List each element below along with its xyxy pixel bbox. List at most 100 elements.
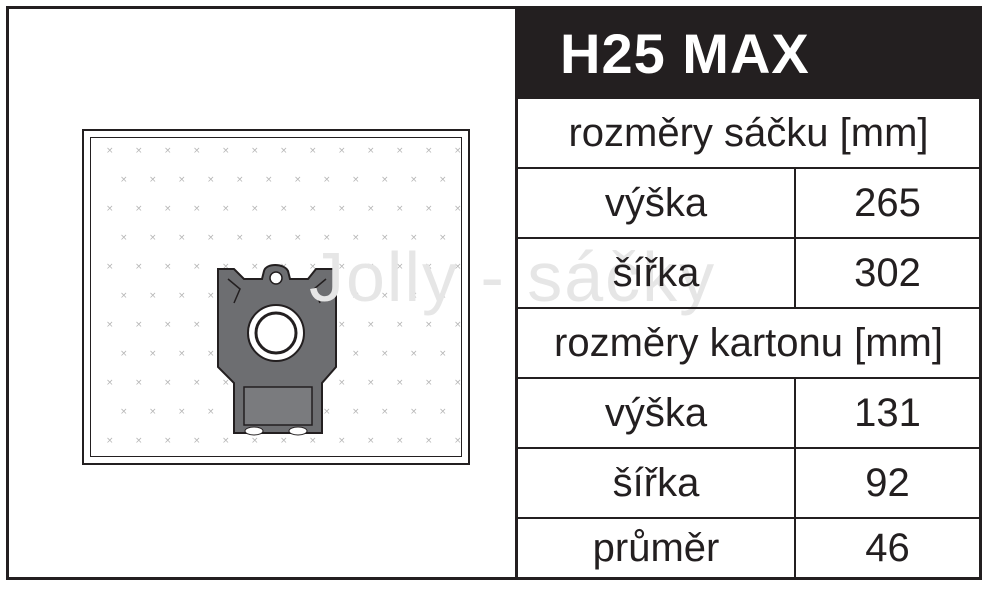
dot-mark: × bbox=[439, 175, 447, 185]
table-row: šířka 92 bbox=[518, 449, 979, 519]
dot-mark: × bbox=[236, 175, 244, 185]
dot-mark: × bbox=[381, 175, 389, 185]
dot-mark: × bbox=[367, 204, 375, 214]
dot-mark: × bbox=[251, 262, 259, 272]
dot-mark: × bbox=[207, 175, 215, 185]
dot-mark: × bbox=[309, 436, 317, 446]
bag-collar-icon bbox=[217, 264, 337, 436]
dot-mark: × bbox=[338, 378, 346, 388]
dot-mark: × bbox=[236, 233, 244, 243]
product-sheet: × × × × × × × × × × × × × × × × × × × × × × × × × × × × × × × × × × × × × × × ×… bbox=[6, 6, 982, 580]
dot-mark: × bbox=[251, 146, 259, 156]
dot-mark: × bbox=[396, 320, 404, 330]
dot-mark: × bbox=[425, 320, 433, 330]
dot-mark: × bbox=[425, 262, 433, 272]
column-divider bbox=[794, 169, 796, 237]
dot-mark: × bbox=[396, 146, 404, 156]
dot-mark: × bbox=[439, 291, 447, 301]
row-value: 46 bbox=[865, 525, 910, 570]
dot-mark: × bbox=[410, 407, 418, 417]
row-label: průměr bbox=[592, 525, 720, 570]
product-title: H25 MAX bbox=[560, 22, 810, 85]
section-header: rozměry kartonu [mm] bbox=[554, 320, 943, 365]
dot-mark: × bbox=[120, 407, 128, 417]
dot-mark: × bbox=[396, 378, 404, 388]
row-value: 92 bbox=[865, 460, 910, 505]
dot-mark: × bbox=[381, 349, 389, 359]
dot-mark: × bbox=[294, 175, 302, 185]
dot-mark: × bbox=[120, 233, 128, 243]
dot-mark: × bbox=[323, 175, 331, 185]
dot-mark: × bbox=[352, 349, 360, 359]
dot-mark: × bbox=[367, 436, 375, 446]
dot-mark: × bbox=[149, 233, 157, 243]
dot-mark: × bbox=[149, 291, 157, 301]
dot-mark: × bbox=[454, 378, 462, 388]
dot-mark: × bbox=[193, 262, 201, 272]
column-divider bbox=[794, 239, 796, 307]
dot-mark: × bbox=[323, 233, 331, 243]
dot-mark: × bbox=[251, 204, 259, 214]
table-row: průměr 46 bbox=[518, 519, 979, 577]
dot-mark: × bbox=[367, 146, 375, 156]
dot-mark: × bbox=[280, 146, 288, 156]
dot-mark: × bbox=[425, 146, 433, 156]
dot-mark: × bbox=[251, 436, 259, 446]
title-bar: H25 MAX bbox=[518, 9, 979, 99]
dot-mark: × bbox=[323, 407, 331, 417]
dot-mark: × bbox=[454, 262, 462, 272]
dot-mark: × bbox=[120, 349, 128, 359]
dot-mark: × bbox=[193, 146, 201, 156]
dot-mark: × bbox=[410, 175, 418, 185]
row-label: výška bbox=[604, 390, 708, 435]
box-dimensions-header: rozměry kartonu [mm] bbox=[518, 309, 979, 379]
dot-mark: × bbox=[106, 204, 114, 214]
dot-mark: × bbox=[309, 146, 317, 156]
table-row: výška 131 bbox=[518, 379, 979, 449]
dot-mark: × bbox=[309, 262, 317, 272]
dot-mark: × bbox=[106, 262, 114, 272]
dot-mark: × bbox=[207, 407, 215, 417]
dot-mark: × bbox=[164, 320, 172, 330]
dot-mark: × bbox=[106, 378, 114, 388]
dot-mark: × bbox=[396, 436, 404, 446]
dot-mark: × bbox=[367, 378, 375, 388]
bag-inner-border bbox=[90, 137, 462, 457]
dot-mark: × bbox=[193, 320, 201, 330]
dot-mark: × bbox=[454, 320, 462, 330]
dot-mark: × bbox=[338, 320, 346, 330]
dot-mark: × bbox=[352, 407, 360, 417]
dot-mark: × bbox=[454, 436, 462, 446]
column-divider bbox=[794, 379, 796, 447]
dot-mark: × bbox=[396, 204, 404, 214]
dot-mark: × bbox=[280, 436, 288, 446]
bag-drawing: × × × × × × × × × × × × × × × × × × × × × × × × × × × × × × × × × × × × × × × ×… bbox=[106, 146, 462, 446]
dot-mark: × bbox=[135, 320, 143, 330]
dot-mark: × bbox=[454, 146, 462, 156]
table-row: výška 265 bbox=[518, 169, 979, 239]
dot-mark: × bbox=[338, 262, 346, 272]
bag-image-panel: × × × × × × × × × × × × × × × × × × × × × × × × × × × × × × × × × × × × × × × ×… bbox=[9, 9, 714, 577]
dot-mark: × bbox=[178, 175, 186, 185]
dot-mark: × bbox=[338, 204, 346, 214]
row-value: 131 bbox=[854, 390, 921, 435]
dot-mark: × bbox=[164, 262, 172, 272]
panel-divider bbox=[515, 9, 518, 577]
dot-mark: × bbox=[367, 320, 375, 330]
dot-mark: × bbox=[106, 436, 114, 446]
dot-mark: × bbox=[352, 291, 360, 301]
bag-dimensions-header: rozměry sáčku [mm] bbox=[518, 99, 979, 169]
dot-mark: × bbox=[396, 262, 404, 272]
dot-mark: × bbox=[425, 436, 433, 446]
dot-mark: × bbox=[178, 349, 186, 359]
dot-mark: × bbox=[425, 378, 433, 388]
dot-mark: × bbox=[410, 349, 418, 359]
dot-mark: × bbox=[193, 378, 201, 388]
dot-mark: × bbox=[120, 175, 128, 185]
dot-mark: × bbox=[425, 204, 433, 214]
dot-mark: × bbox=[410, 233, 418, 243]
column-divider bbox=[794, 449, 796, 517]
dot-mark: × bbox=[135, 204, 143, 214]
dot-mark: × bbox=[207, 349, 215, 359]
dot-mark: × bbox=[381, 407, 389, 417]
